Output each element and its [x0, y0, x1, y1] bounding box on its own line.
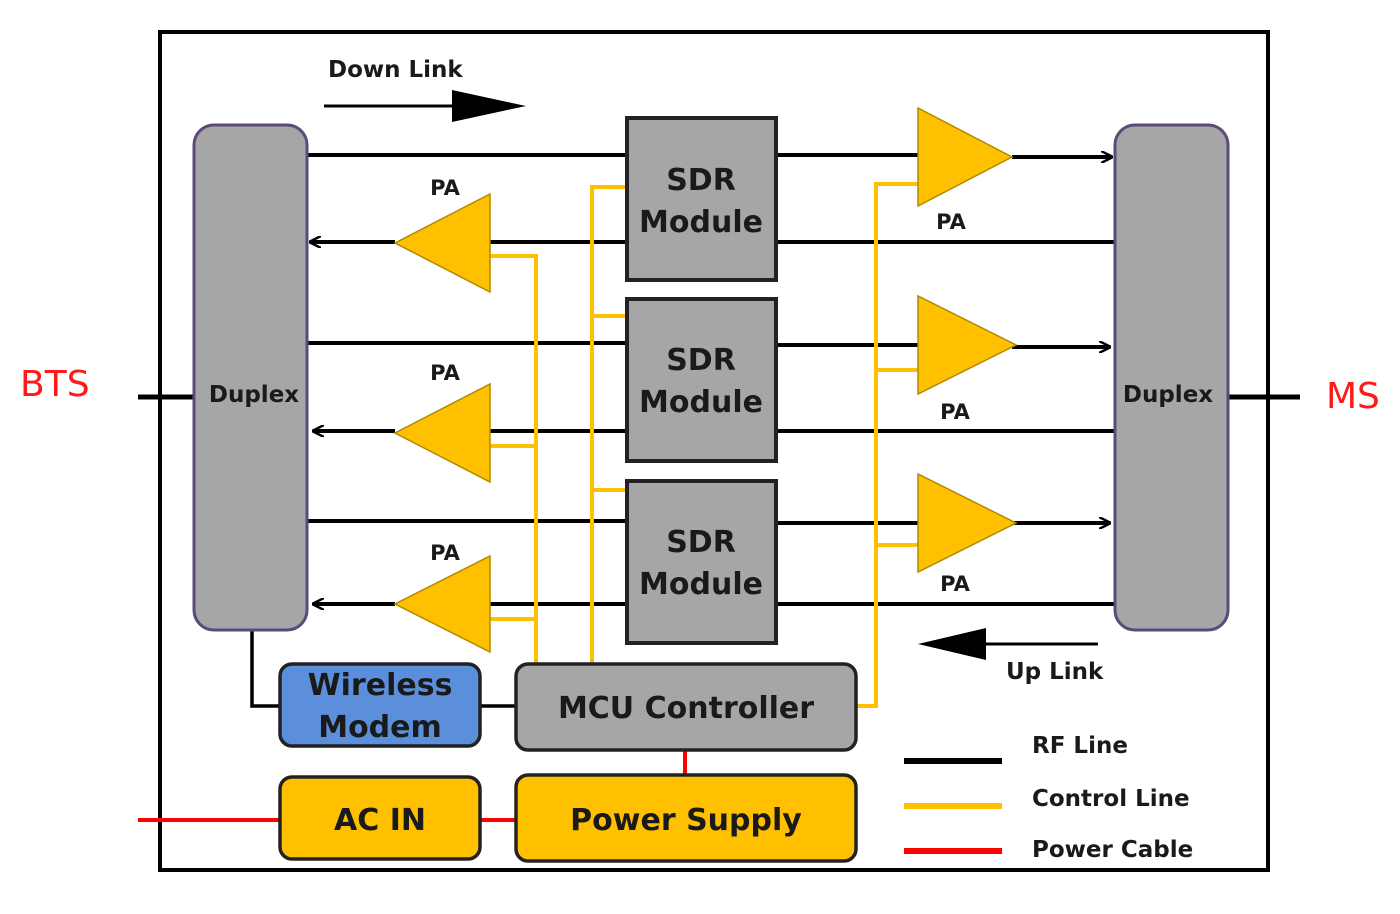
wireless-modem-line1: Wireless [308, 668, 453, 703]
legend-label-power: Power Cable [1032, 837, 1193, 863]
outer-frame [158, 30, 1270, 872]
sdr-module-2-line2: Module [639, 385, 763, 420]
wireless-modem: Wireless Modem [278, 662, 482, 748]
ac-in-label: AC IN [334, 803, 426, 838]
sdr-module-2: SDR Module [625, 297, 778, 463]
pa-uplink-3 [393, 554, 491, 654]
uplink-rf-lines [310, 242, 1115, 604]
pa-label-uplink-3: PA [430, 541, 460, 565]
up-link-arrow [918, 628, 1098, 660]
sdr-module-2-line1: SDR [666, 343, 736, 378]
pa-uplink-2 [393, 382, 491, 484]
duplex-modem-line [250, 630, 282, 708]
power-cables [138, 750, 687, 822]
duplex-left [192, 123, 309, 632]
down-link-arrow [324, 90, 526, 122]
downlink-rf-lines [307, 155, 1112, 523]
pa-downlink-2 [917, 294, 1018, 396]
legend: RF Line Control Line Power Cable [904, 733, 1193, 863]
duplex-left-label: Duplex [209, 382, 299, 408]
pa-label-downlink-2: PA [940, 400, 970, 424]
sdr-module-3: SDR Module [625, 479, 778, 645]
bts-label: BTS [20, 364, 90, 405]
ms-label: MS [1326, 376, 1380, 417]
power-supply-label: Power Supply [570, 803, 802, 838]
pa-label-uplink-1: PA [430, 176, 460, 200]
pa-uplink-1 [393, 192, 491, 294]
pa-downlink-3 [917, 472, 1018, 574]
pa-label-downlink-1: PA [936, 210, 966, 234]
sdr-module-1-line2: Module [639, 205, 763, 240]
wireless-modem-line2: Modem [318, 710, 442, 745]
sdr-module-1: SDR Module [625, 116, 778, 282]
control-lines [490, 182, 918, 708]
duplex-right [1113, 123, 1230, 632]
pa-label-downlink-3: PA [940, 572, 970, 596]
ac-in: AC IN [278, 775, 482, 861]
sdr-module-3-line2: Module [639, 567, 763, 602]
pa-label-uplink-2: PA [430, 361, 460, 385]
pa-downlink-1 [917, 106, 1014, 208]
up-link-label: Up Link [1006, 659, 1104, 685]
down-link-label: Down Link [328, 57, 463, 83]
sdr-module-1-line1: SDR [666, 163, 736, 198]
legend-label-rf: RF Line [1032, 733, 1128, 759]
legend-label-control: Control Line [1032, 786, 1190, 812]
duplex-right-label: Duplex [1123, 382, 1213, 408]
sdr-module-3-line1: SDR [666, 525, 736, 560]
mcu-controller: MCU Controller [514, 662, 858, 752]
mcu-controller-label: MCU Controller [558, 691, 814, 726]
power-supply: Power Supply [514, 773, 858, 863]
